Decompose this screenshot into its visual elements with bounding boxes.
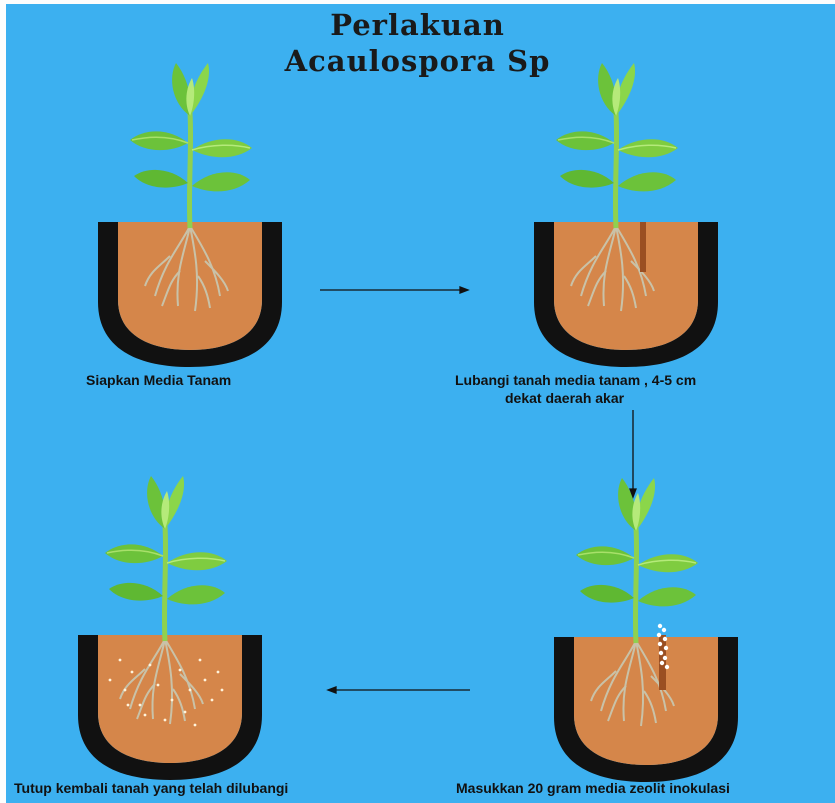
- step-4-caption: Tutup kembali tanah yang telah dilubangi: [14, 780, 288, 796]
- hole-mark: [640, 222, 646, 272]
- plant-icon: [105, 476, 227, 641]
- step-2-illustration: [534, 63, 718, 367]
- step-1-illustration: [98, 63, 282, 367]
- plant-icon: [130, 63, 252, 228]
- step-2-caption-line-2: dekat daerah akar: [505, 390, 624, 406]
- step-3-illustration: [554, 478, 738, 782]
- step-3-caption: Masukkan 20 gram media zeolit inokulasi: [456, 780, 730, 796]
- step-1-caption: Siapkan Media Tanam: [86, 372, 231, 388]
- plant-icon: [556, 63, 678, 228]
- step-4-illustration: [78, 476, 262, 780]
- pot-icon: [78, 635, 262, 780]
- step-2-caption-line-1: Lubangi tanah media tanam , 4-5 cm: [455, 372, 696, 388]
- plant-icon: [576, 478, 698, 643]
- pot-icon: [98, 222, 282, 367]
